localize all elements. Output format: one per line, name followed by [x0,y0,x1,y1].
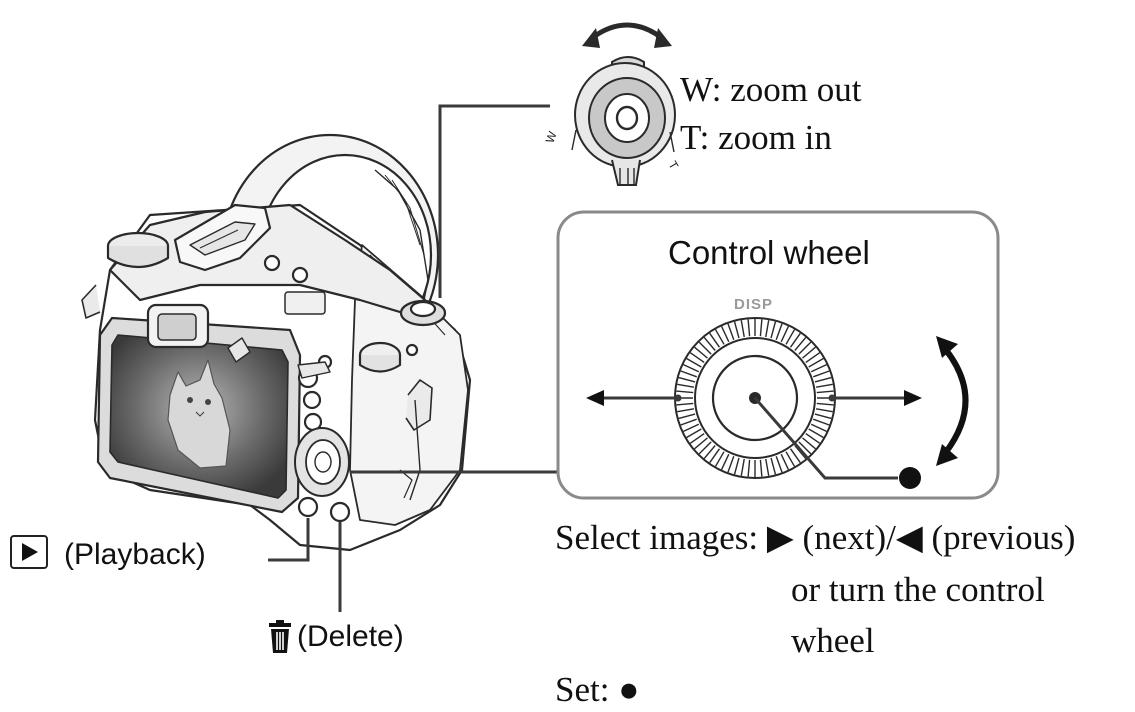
control-wheel-panel [556,210,1000,500]
zoom-w-mark: W [543,129,560,145]
wheel-knurl-tick [714,329,725,345]
wheel-knurl-tick [709,332,721,348]
wheel-knurl-tick [689,352,705,364]
wheel-knurl-tick [740,458,745,476]
set-label: Set: ● [555,670,640,709]
wheel-knurl-tick [816,402,834,406]
wheel-knurl-tick [686,357,702,368]
select-images-line1: Select images: ▶ (next)/◀ (previous) [555,518,1076,557]
wheel-knurl-tick [727,456,735,473]
wheel-knurl-tick [747,459,751,477]
playback-label: (Playback) [64,538,206,571]
wheel-knurl-tick [678,376,696,383]
wheel-knurl-tick [694,437,708,450]
wheel-knurl-tick [775,323,783,340]
wheel-knurl-tick [733,321,740,339]
wheel-knurl-tick [703,337,716,351]
wheel-knurl-tick [677,383,695,388]
zoom-in-label: T: zoom in [680,118,832,157]
wheel-knurl-tick [815,383,833,388]
wheel-knurl-tick [677,408,695,413]
wheel-knurl-tick [770,457,777,475]
wheel-knurl-tick [816,390,834,394]
wheel-knurl-tick [683,363,700,373]
zoom-t-mark: T [665,159,681,173]
wheel-knurl-tick [765,320,770,338]
wheel-knurl-tick [727,323,735,340]
wheel-knurl-tick [759,319,763,337]
camera-illustration [81,133,472,552]
wheel-knurl-tick [714,451,725,467]
wheel-knurl-tick [813,418,830,426]
wheel-knurl-tick [676,390,694,394]
wheel-knurl-tick [805,352,821,364]
wheel-knurl-tick [747,319,751,337]
select-images-line3: wheel [791,621,875,660]
wheel-knurl-tick [802,437,816,450]
wheel-knurl-tick [808,428,824,439]
wheel-knurl-tick [689,432,705,444]
wheel-knurl-tick [785,451,796,467]
playback-icon [10,535,48,569]
wheel-knurl-tick [780,453,790,470]
wheel-knurl-tick [789,448,801,464]
wheel-knurl-tick [815,408,833,413]
wheel-knurl-tick [680,418,697,426]
wheel-knurl-tick [703,445,716,459]
wheel-knurl-tick [709,448,721,464]
wheel-knurl-tick [798,341,812,355]
wheel-knurl-tick [789,332,801,348]
delete-label: (Delete) [297,620,404,653]
wheel-knurl-tick [813,370,830,378]
wheel-knurl-tick [698,341,712,355]
wheel-knurl-tick [676,402,694,406]
wheel-knurl-tick [798,441,812,455]
wheel-knurl-tick [785,329,796,345]
wheel-knurl-tick [683,423,700,433]
wheel-knurl-tick [720,453,730,470]
wheel-knurl-tick [740,320,745,338]
wheel-knurl-tick [733,457,740,475]
wheel-knurl-tick [694,346,708,359]
wheel-knurl-tick [765,458,770,476]
wheel-knurl-tick [686,428,702,439]
wheel-knurl-tick [814,376,832,383]
wheel-knurl-tick [680,370,697,378]
wheel-knurl-tick [794,337,807,351]
wheel-knurl-tick [810,363,827,373]
leader-lines [268,104,558,612]
wheel-knurl-tick [678,413,696,420]
wheel-knurl-tick [759,459,763,477]
wheel-knurl-tick [775,456,783,473]
wheel-knurl-tick [720,326,730,343]
zoom-out-label: W: zoom out [680,70,862,109]
trash-icon [269,620,291,653]
wheel-knurl-tick [770,321,777,339]
wheel-knurl-tick [810,423,827,433]
wheel-knurl-tick [802,346,816,359]
zoom-lever-illustration [571,22,676,186]
control-wheel-title: Control wheel [668,234,870,271]
select-images-line2: or turn the control [791,570,1045,609]
wheel-knurl-tick [814,413,832,420]
wheel-knurl-tick [780,326,790,343]
wheel-knurl-tick [805,432,821,444]
disp-label: DISP [734,296,774,313]
wheel-knurl-tick [808,357,824,368]
wheel-knurl-tick [698,441,712,455]
